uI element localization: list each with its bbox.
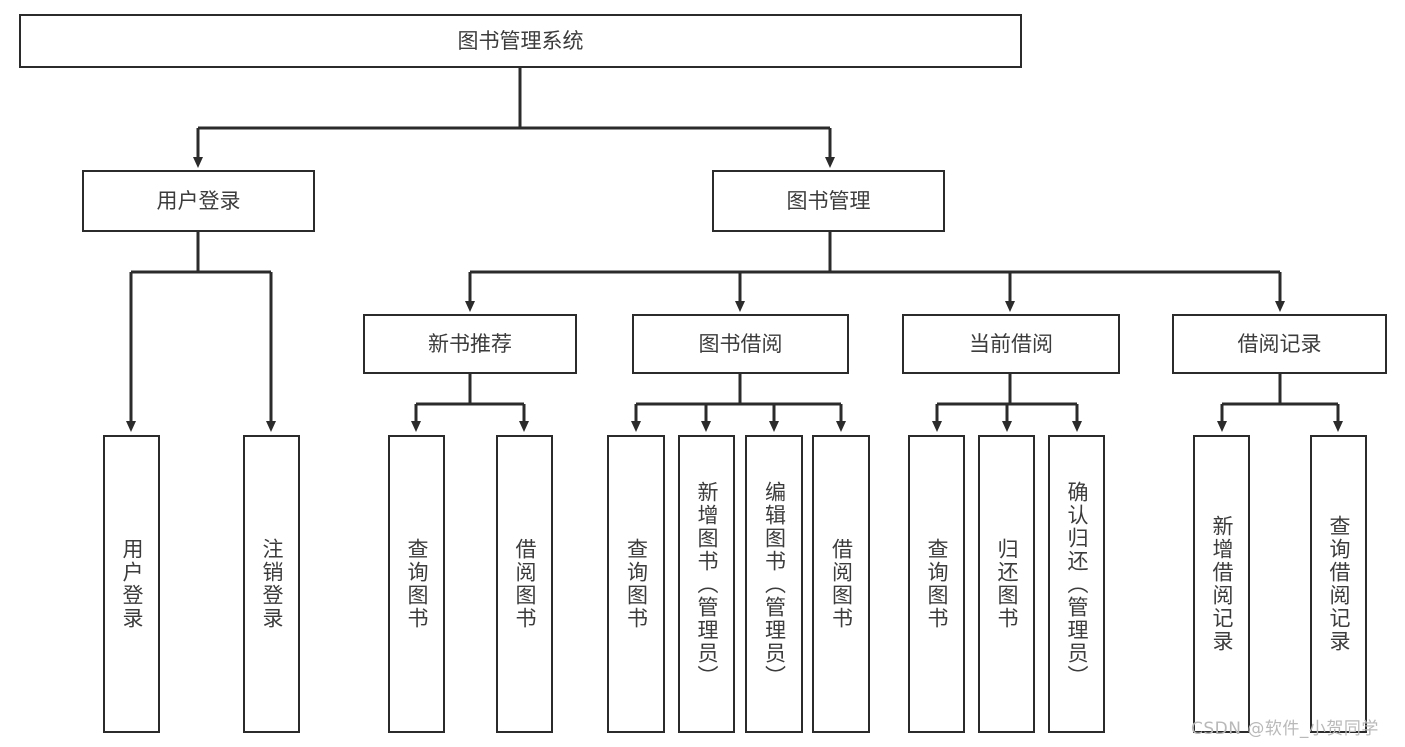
node-label: 编辑图书（管理员） bbox=[762, 480, 787, 688]
leaf-current-borrow-query[interactable]: 查询图书 bbox=[908, 435, 965, 733]
node-label: 图书借阅 bbox=[698, 331, 783, 356]
node-borrow-record[interactable]: 借阅记录 bbox=[1172, 314, 1387, 374]
node-root-book-management-system[interactable]: 图书管理系统 bbox=[19, 14, 1022, 68]
node-label: 图书管理系统 bbox=[457, 28, 584, 53]
leaf-book-borrow-borrow[interactable]: 借阅图书 bbox=[812, 435, 870, 733]
leaf-borrow-record-add[interactable]: 新增借阅记录 bbox=[1193, 435, 1250, 733]
node-label: 查询借阅记录 bbox=[1327, 515, 1351, 653]
node-label: 新增借阅记录 bbox=[1210, 515, 1234, 653]
node-book-management[interactable]: 图书管理 bbox=[712, 170, 945, 232]
leaf-current-borrow-return[interactable]: 归还图书 bbox=[978, 435, 1035, 733]
node-label: 查询图书 bbox=[925, 538, 949, 630]
node-new-book-recommend[interactable]: 新书推荐 bbox=[363, 314, 577, 374]
leaf-user-login-logout[interactable]: 注销登录 bbox=[243, 435, 300, 733]
node-label: 借阅图书 bbox=[829, 538, 854, 630]
leaf-new-book-borrow[interactable]: 借阅图书 bbox=[496, 435, 553, 733]
node-label: 注销登录 bbox=[260, 538, 284, 630]
node-label: 借阅记录 bbox=[1237, 331, 1322, 356]
leaf-borrow-record-query[interactable]: 查询借阅记录 bbox=[1310, 435, 1367, 733]
leaf-book-borrow-add[interactable]: 新增图书（管理员） bbox=[678, 435, 735, 733]
node-label: 确认归还（管理员） bbox=[1065, 480, 1089, 688]
node-label: 新书推荐 bbox=[428, 331, 512, 356]
node-user-login[interactable]: 用户登录 bbox=[82, 170, 315, 232]
leaf-user-login-login[interactable]: 用户登录 bbox=[103, 435, 160, 733]
leaf-book-borrow-edit[interactable]: 编辑图书（管理员） bbox=[745, 435, 803, 733]
node-current-borrow[interactable]: 当前借阅 bbox=[902, 314, 1120, 374]
node-label: 查询图书 bbox=[624, 538, 649, 630]
node-label: 新增图书（管理员） bbox=[695, 480, 719, 688]
node-label: 归还图书 bbox=[995, 538, 1019, 630]
leaf-book-borrow-query[interactable]: 查询图书 bbox=[607, 435, 665, 733]
leaf-current-borrow-confirm-return[interactable]: 确认归还（管理员） bbox=[1048, 435, 1105, 733]
node-label: 查询图书 bbox=[405, 538, 429, 630]
node-label: 用户登录 bbox=[156, 188, 241, 213]
node-label: 借阅图书 bbox=[513, 538, 537, 630]
node-book-borrow[interactable]: 图书借阅 bbox=[632, 314, 849, 374]
node-label: 图书管理 bbox=[786, 188, 871, 213]
node-label: 当前借阅 bbox=[969, 331, 1053, 356]
node-label: 用户登录 bbox=[120, 538, 144, 630]
leaf-new-book-query[interactable]: 查询图书 bbox=[388, 435, 445, 733]
